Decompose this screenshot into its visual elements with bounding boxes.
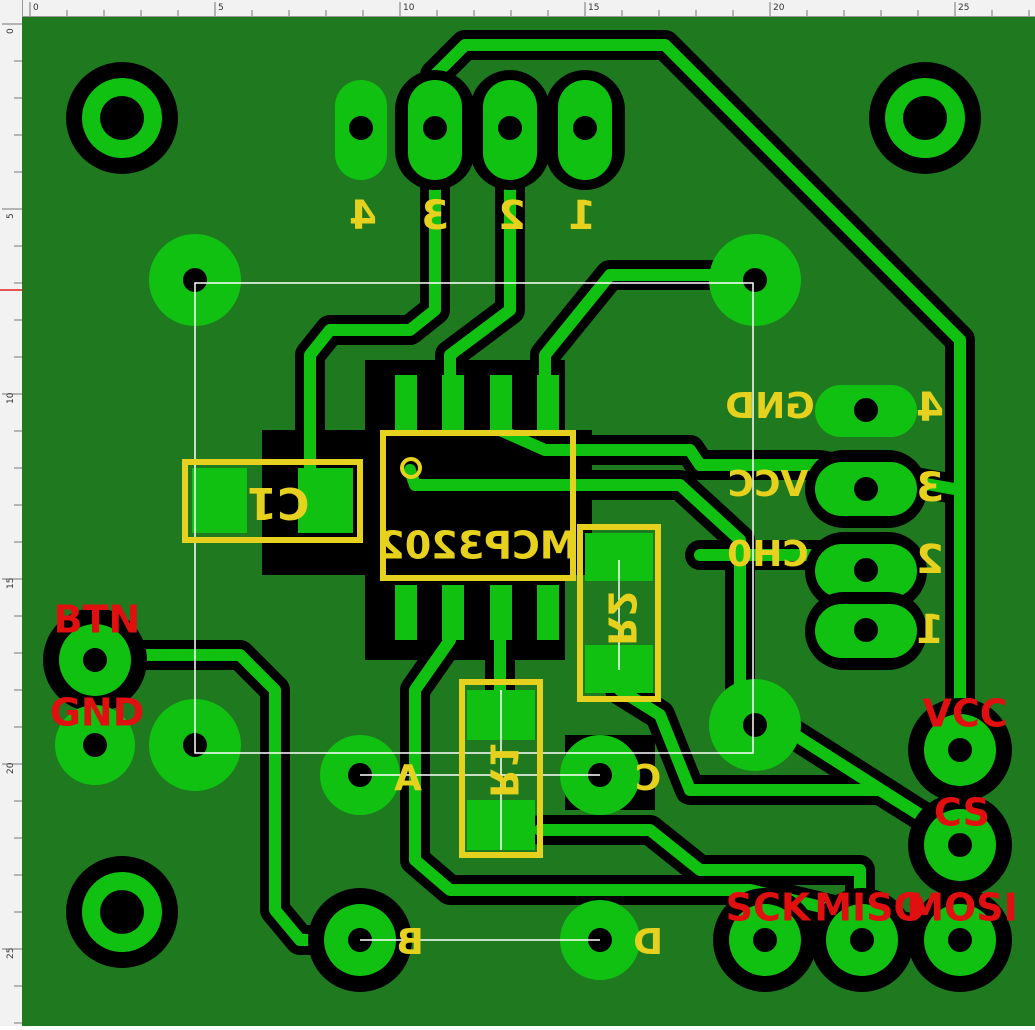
- ic-pin1-marker: [400, 457, 422, 479]
- pcb-canvas[interactable]: C1 MCP3202 R2 R1 4 3 2 1 4 3 2 1 GND VCC…: [22, 17, 1035, 1026]
- ic-label: MCP3202: [378, 524, 577, 568]
- header-top-pin: 1: [568, 193, 596, 239]
- pad-c-label: C: [635, 758, 661, 799]
- ruler-left-tick: 15: [6, 578, 16, 589]
- pad-d-label: D: [633, 922, 663, 963]
- silkscreen-outlines: [182, 430, 661, 858]
- ruler-top-tick: 10: [403, 3, 415, 13]
- ruler-top-scale: MM 0 5 10 15 20 25: [3, 2, 1030, 16]
- resistor-centerlines: [500, 560, 620, 850]
- header-right-pin: 2: [916, 537, 944, 583]
- header-right-net: GND: [725, 386, 815, 427]
- ruler-left-tick: 0: [6, 28, 16, 34]
- round-pads[interactable]: [43, 234, 801, 791]
- c1-label: C1: [247, 477, 310, 528]
- ruler-left-tick: 20: [6, 762, 16, 774]
- header-right-net: CH0: [727, 534, 809, 575]
- header-top[interactable]: [335, 70, 625, 190]
- ic-pads: [395, 375, 559, 640]
- net-label-cs: CS: [934, 791, 990, 835]
- component-labels: C1 MCP3202 R2 R1: [247, 477, 644, 798]
- ruler-left: 0 5 10 15 20 25: [0, 0, 23, 1026]
- net-label-gnd: GND: [50, 691, 145, 735]
- abcd-labels: A B C D: [394, 758, 663, 963]
- r1-label: R1: [482, 742, 526, 798]
- net-label-mosi: MOSI: [906, 886, 1018, 930]
- header-right[interactable]: [805, 385, 927, 670]
- pad-a-label: A: [394, 758, 422, 799]
- pcb-board[interactable]: C1 MCP3202 R2 R1 4 3 2 1 4 3 2 1 GND VCC…: [22, 17, 1035, 1026]
- header-top-pin: 3: [421, 193, 449, 239]
- net-labels: BTN GND VCC CS SCK MISO MOSI: [50, 598, 1018, 930]
- ruler-left-tick: 5: [6, 213, 16, 219]
- component-clearance: [262, 360, 655, 810]
- header-top-pin: 2: [498, 193, 526, 239]
- pad-b-label: B: [396, 922, 423, 963]
- header-top-numbers: 4 3 2 1: [349, 193, 596, 239]
- c1-pads: [192, 468, 353, 533]
- ruler-left-scale: 0 5 10 15 20 25: [0, 23, 22, 1024]
- ruler-top-tick: 20: [773, 3, 785, 13]
- r2-label: R2: [600, 590, 644, 646]
- ruler-top-tick: 25: [958, 3, 969, 13]
- ruler-left-tick: 10: [6, 392, 16, 404]
- ruler-top-tick: 15: [588, 3, 599, 13]
- outline-rect: [194, 282, 754, 754]
- header-right-pin: 1: [916, 607, 944, 653]
- net-label-btn: BTN: [54, 598, 141, 642]
- mounting-holes: [66, 62, 981, 968]
- header-right-pin: 4: [916, 385, 944, 431]
- net-label-miso: MISO: [814, 886, 926, 930]
- header-right-labels: 4 3 2 1 GND VCC CH0: [725, 385, 944, 653]
- ruler-top-tick: 5: [218, 3, 224, 13]
- ruler-left-tick: 25: [6, 948, 16, 959]
- net-label-sck: SCK: [726, 886, 812, 930]
- switch-outline: [360, 774, 600, 941]
- header-top-pin: 4: [349, 193, 377, 239]
- net-label-vcc: VCC: [922, 692, 1007, 736]
- ruler-top-tick: 0: [33, 3, 39, 13]
- header-right-net: VCC: [728, 464, 809, 505]
- spi-pads[interactable]: [713, 698, 1012, 992]
- ruler-top: MM 0 5 10 15 20 25: [0, 0, 1035, 17]
- header-right-pin: 3: [916, 465, 944, 511]
